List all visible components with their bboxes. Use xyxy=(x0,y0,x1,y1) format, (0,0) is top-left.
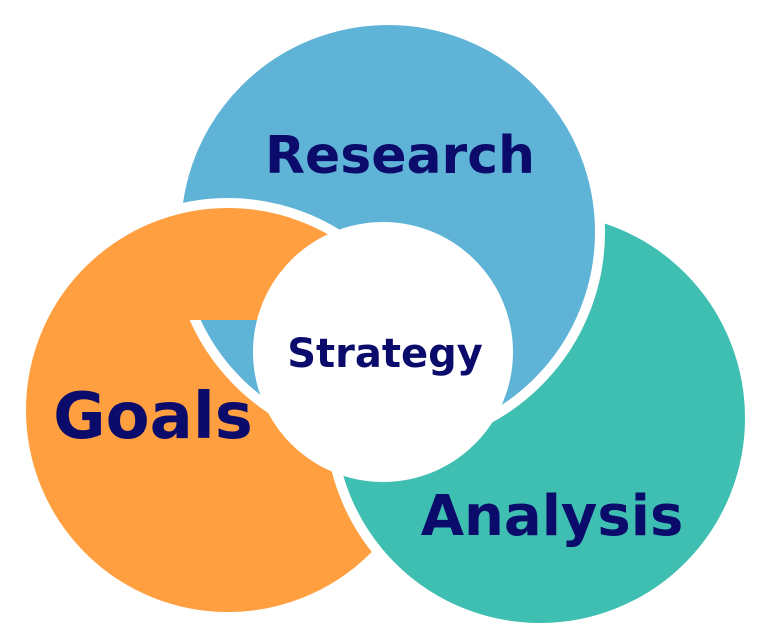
strategy-center-circle xyxy=(253,222,513,482)
strategy-label: Strategy xyxy=(287,331,483,377)
research-label: Research xyxy=(265,126,535,186)
analysis-label: Analysis xyxy=(421,484,684,549)
goals-label: Goals xyxy=(53,380,253,454)
